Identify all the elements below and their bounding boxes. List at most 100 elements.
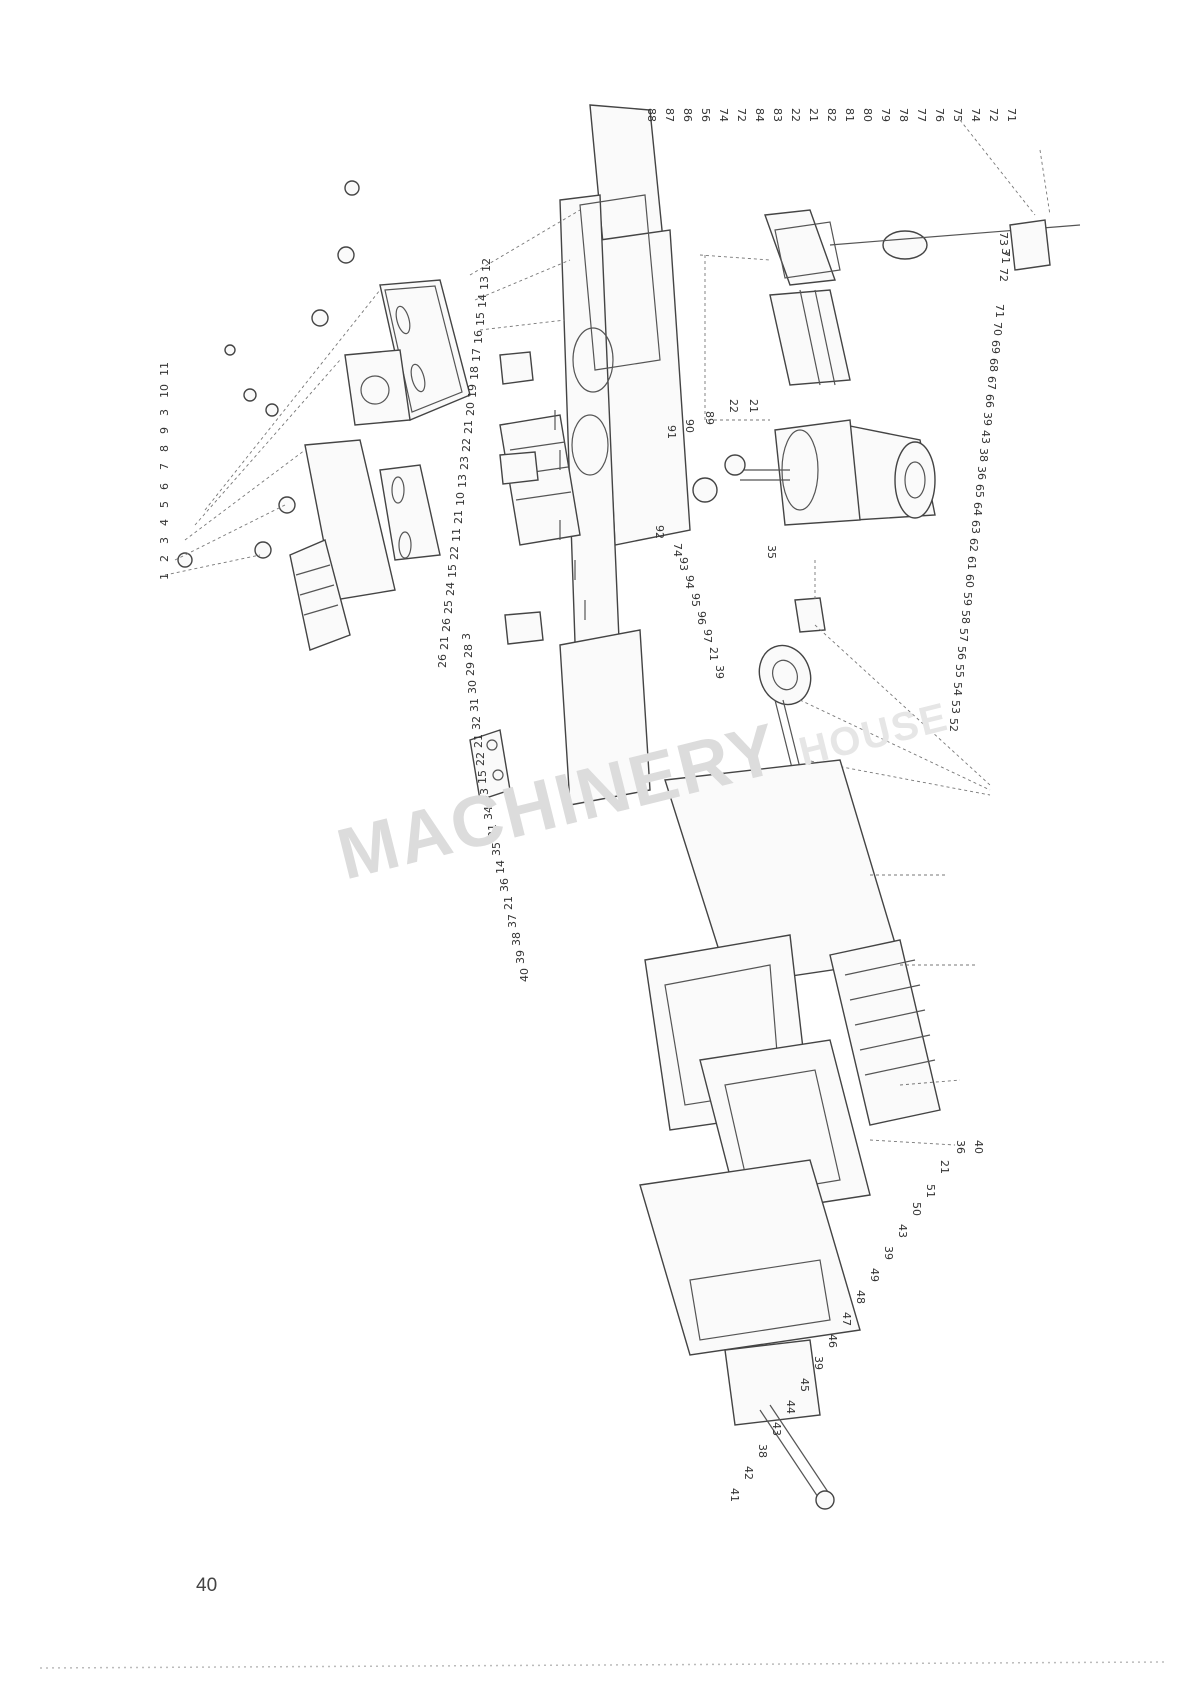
callout-label: 72: [735, 108, 748, 122]
callout-label: 70: [991, 322, 1004, 336]
callout-label: 8: [158, 445, 171, 452]
callout-label: 10: [454, 492, 467, 506]
callout-label: 62: [967, 538, 980, 552]
callout-label: 88: [645, 108, 658, 122]
callout-label: 25: [442, 600, 455, 614]
callout-label: 96: [695, 611, 708, 625]
callout-label: 22: [460, 438, 473, 452]
callout-label: 77: [915, 108, 928, 122]
callout-label: 35: [490, 842, 503, 856]
callout-label: 37: [506, 914, 519, 928]
callout-label: 45: [798, 1378, 811, 1392]
callout-label: 84: [753, 108, 766, 122]
callout-label: 19: [466, 384, 479, 398]
callout-label: 21: [452, 510, 465, 524]
callout-label: 29: [464, 662, 477, 676]
callout-label: 11: [158, 362, 171, 376]
callout-column-motor: 71 72 73 3 71 70 69 68 67 66 39 43 38 36…: [947, 232, 1012, 732]
callout-label: 81: [843, 108, 856, 122]
callout-label: 39: [882, 1246, 895, 1260]
callout-label: 95: [689, 593, 702, 607]
callout-label: 3: [460, 633, 473, 640]
callout-label: 50: [910, 1202, 923, 1216]
callout-label: 2: [158, 555, 171, 562]
callout-label: 13: [478, 276, 491, 290]
callout-label: 52: [947, 718, 960, 732]
callout-label: 43: [770, 1422, 783, 1436]
callout-label: 55: [953, 664, 966, 678]
callout-label: 58: [959, 610, 972, 624]
callout-label: 76: [933, 108, 946, 122]
callout-label: 1: [158, 573, 171, 580]
callout-label: 18: [468, 366, 481, 380]
slide-piece: [469, 729, 511, 801]
callout-label: 20: [464, 402, 477, 416]
callout-label: 90: [683, 419, 696, 433]
callout-label: 36: [954, 1140, 967, 1154]
callout-label: 43: [979, 430, 992, 444]
callout-label: 43: [896, 1224, 909, 1238]
callout-label: 9: [158, 427, 171, 434]
callout-label: 64: [971, 502, 984, 516]
callout-label: 12: [480, 258, 493, 272]
callout-label: 42: [742, 1466, 755, 1480]
callout-label: 21: [707, 647, 720, 661]
callout-label: 91: [665, 425, 678, 439]
callout-label: 38: [510, 932, 523, 946]
callout-label: 22: [727, 399, 740, 413]
callout-label: 4: [158, 519, 171, 526]
callout-label: 39: [514, 950, 527, 964]
callout-label: 30: [466, 680, 479, 694]
callout-label: 21: [438, 636, 451, 650]
upper-left-assembly: [164, 180, 471, 651]
callout-label: 35: [765, 545, 778, 559]
callout-label: 21: [486, 824, 499, 838]
callout-label: 66: [983, 394, 996, 408]
callout-label: 92: [653, 525, 666, 539]
scan-edge-line: [39, 1661, 1166, 1669]
callout-label: 3: [158, 409, 171, 416]
callout-label: 38: [756, 1444, 769, 1458]
callout-label: 86: [681, 108, 694, 122]
callout-label: 93: [677, 557, 690, 571]
callout-label: 13: [456, 474, 469, 488]
callout-label: 5: [158, 501, 171, 508]
callout-label: 87: [663, 108, 676, 122]
callout-label: 26: [436, 654, 449, 668]
callout-label: 24: [444, 582, 457, 596]
callout-label: 15: [476, 770, 489, 784]
callout-label: 78: [897, 108, 910, 122]
callout-label: 94: [683, 575, 696, 589]
callout-label: 74: [671, 543, 684, 557]
callout-label: 72: [997, 268, 1010, 282]
callout-label: 38: [977, 448, 990, 462]
callout-label: 22: [448, 546, 461, 560]
callout-label: 51: [924, 1184, 937, 1198]
callout-label: 49: [868, 1268, 881, 1282]
callout-label: 72: [987, 108, 1000, 122]
callout-label: 56: [955, 646, 968, 660]
callout-label: 7: [158, 463, 171, 470]
callout-labels: 1 2 3 4 5 6 7 8 9 3 10 11 12 13 14 15 16…: [158, 108, 1018, 1502]
callout-label: 36: [975, 466, 988, 480]
callout-label: 21: [807, 108, 820, 122]
callout-label: 40: [518, 968, 531, 982]
main-table: [469, 104, 691, 806]
callout-label: 73: [997, 232, 1010, 246]
callout-label: 21: [938, 1160, 951, 1174]
callout-label: 74: [969, 108, 982, 122]
crank-bracket-assembly: [699, 119, 1081, 421]
callout-label: 11: [450, 528, 463, 542]
callout-label: 60: [963, 574, 976, 588]
callout-column-table-lower: 3 28 29 30 31 32 21 22 15 33 34 21 35 14…: [460, 633, 531, 982]
callout-label: 82: [825, 108, 838, 122]
callout-column-right: 88 87 86 56 74 72 84 83 22 21 82 81 80 7…: [645, 108, 1018, 122]
callout-label: 3: [999, 248, 1012, 255]
callout-label: 33: [478, 788, 491, 802]
callout-label: 41: [728, 1488, 741, 1502]
callout-column-table: 12 13 14 15 16 17 18 19 20 21 22 23 13 1…: [436, 258, 493, 668]
callout-column-upper-left: 1 2 3 4 5 6 7 8 9 3 10 11: [158, 362, 171, 580]
callout-label: 39: [812, 1356, 825, 1370]
callout-label: 89: [703, 411, 716, 425]
